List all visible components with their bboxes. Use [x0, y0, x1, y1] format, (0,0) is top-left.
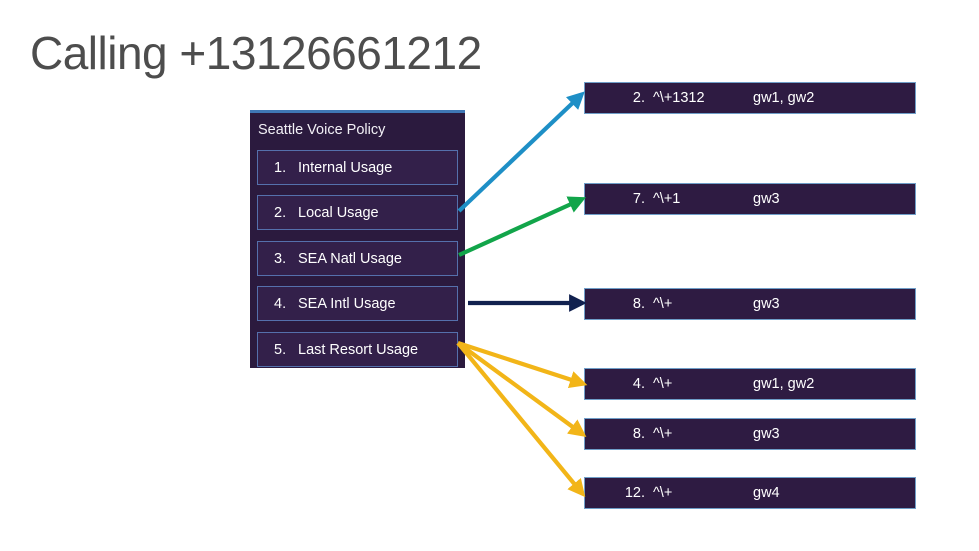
policy-usage-item-internal[interactable]: 1. Internal Usage: [257, 150, 458, 185]
route-row[interactable]: 2. ^\+1312 gw1, gw2: [584, 82, 916, 114]
route-row[interactable]: 8. ^\+ gw3: [584, 418, 916, 450]
policy-usage-item-label: Local Usage: [298, 204, 379, 221]
route-gateways: gw1, gw2: [753, 376, 815, 392]
route-regex: ^\+: [653, 485, 673, 501]
arrow-last-resort-usage-to-route-6: [456, 341, 586, 498]
route-index: 8.: [632, 426, 645, 442]
route-pattern: 4. ^\+: [611, 376, 672, 392]
route-gateways: gw3: [753, 191, 780, 207]
voice-policy-panel-title: Seattle Voice Policy: [258, 122, 386, 138]
route-row[interactable]: 12. ^\+ gw4: [584, 477, 916, 509]
policy-usage-item-number: 2.: [274, 204, 287, 221]
policy-usage-item-label: SEA Intl Usage: [298, 295, 396, 312]
route-regex: ^\+: [653, 426, 673, 442]
route-pattern: 7. ^\+1: [611, 191, 680, 207]
policy-usage-item-last-resort[interactable]: 5. Last Resort Usage: [257, 332, 458, 367]
route-gateways: gw3: [753, 296, 780, 312]
route-pattern: 12. ^\+: [611, 485, 672, 501]
route-index: 4.: [632, 376, 645, 392]
policy-usage-item-local[interactable]: 2. Local Usage: [257, 195, 458, 230]
route-index: 12.: [624, 485, 645, 501]
policy-usage-item-number: 1.: [274, 159, 287, 176]
arrow-sea-natl-usage-to-route-2: [458, 196, 587, 257]
route-row[interactable]: 7. ^\+1 gw3: [584, 183, 916, 215]
policy-usage-item-sea-natl[interactable]: 3. SEA Natl Usage: [257, 241, 458, 276]
route-index: 8.: [632, 296, 645, 312]
route-pattern: 8. ^\+: [611, 296, 672, 312]
policy-usage-item-number: 3.: [274, 250, 287, 267]
arrow-last-resort-usage-to-route-4: [457, 341, 588, 389]
route-index: 2.: [632, 90, 645, 106]
route-regex: ^\+1: [653, 191, 681, 207]
route-gateways: gw3: [753, 426, 780, 442]
route-pattern: 2. ^\+1312: [611, 90, 705, 106]
route-regex: ^\+: [653, 376, 673, 392]
arrow-last-resort-usage-to-route-5: [456, 341, 587, 437]
policy-usage-item-label: SEA Natl Usage: [298, 250, 402, 267]
route-gateways: gw4: [753, 485, 780, 501]
policy-usage-item-number: 5.: [274, 341, 287, 358]
route-regex: ^\+: [653, 296, 673, 312]
policy-usage-item-number: 4.: [274, 295, 287, 312]
policy-usage-item-sea-intl[interactable]: 4. SEA Intl Usage: [257, 286, 458, 321]
route-row[interactable]: 8. ^\+ gw3: [584, 288, 916, 320]
voice-policy-panel: Seattle Voice Policy 1. Internal Usage 2…: [250, 110, 465, 368]
page-title: Calling +13126661212: [30, 27, 482, 79]
policy-usage-item-label: Last Resort Usage: [298, 341, 419, 358]
route-gateways: gw1, gw2: [753, 90, 815, 106]
policy-usage-item-label: Internal Usage: [298, 159, 393, 176]
arrow-local-usage-to-route-1: [457, 91, 585, 213]
route-row[interactable]: 4. ^\+ gw1, gw2: [584, 368, 916, 400]
route-pattern: 8. ^\+: [611, 426, 672, 442]
route-regex: ^\+1312: [653, 90, 705, 106]
route-index: 7.: [632, 191, 645, 207]
